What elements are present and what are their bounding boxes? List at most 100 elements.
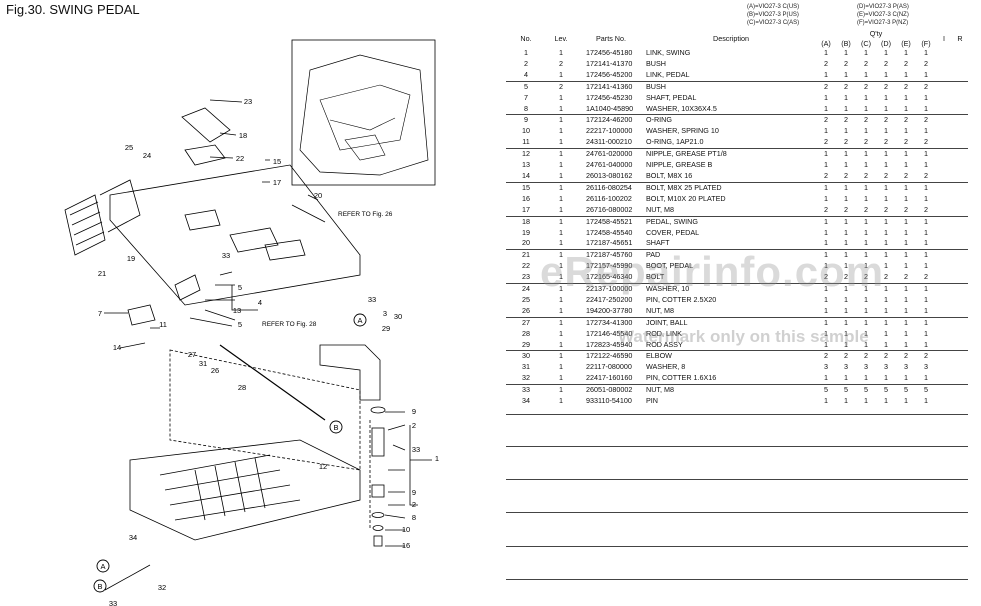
cell-parts-no: 24761-040000	[586, 160, 633, 170]
watermark-note: Watermark only on this sample	[618, 327, 869, 346]
cell-qty: 2	[824, 204, 828, 214]
cell-i-flag	[936, 261, 952, 272]
cell-no: 1	[524, 48, 528, 57]
cell-qty: 2	[884, 272, 888, 282]
cell-description: SHAFT, PEDAL	[646, 92, 697, 102]
cell-no: 4	[524, 69, 528, 79]
cell-qty: 1	[844, 92, 848, 102]
callout: 25	[125, 143, 133, 152]
cell-qty: 1	[924, 261, 928, 271]
cell-qty: 1	[844, 160, 848, 170]
cell-description: WASHER, 10	[646, 283, 816, 295]
cell-parts-no: 172456-45230	[586, 92, 633, 102]
cell-lev: 1	[546, 114, 576, 127]
machine-inset-frame	[291, 39, 436, 186]
cell-qty: 1	[844, 103, 848, 113]
cell-qty: 3	[864, 362, 868, 372]
cell-parts-no: 172187-45651	[586, 238, 633, 248]
cell-no: 27	[506, 316, 546, 329]
cell-description: COVER, PEDAL	[646, 227, 700, 237]
cell-qty: 1	[856, 249, 876, 262]
cell-qty: 1	[876, 148, 896, 161]
cell-qty: 1	[856, 148, 876, 161]
cell-qty: 1	[916, 316, 936, 329]
cell-qty: 2	[864, 58, 868, 68]
cell-no: 32	[522, 373, 530, 383]
cell-lev: 1	[546, 215, 576, 228]
cell-description: WASHER, SPRING 10	[646, 126, 719, 136]
cell-description: BUSH	[646, 58, 666, 68]
cell-qty: 1	[884, 339, 888, 349]
cell-qty: 1	[864, 339, 868, 349]
cell-qty: 1	[924, 103, 928, 113]
callout: 3	[383, 309, 387, 318]
cell-qty: 2	[816, 114, 836, 127]
cell-qty: 2	[924, 58, 928, 68]
cell-r-flag	[952, 329, 968, 340]
cell-qty: 1	[904, 69, 908, 79]
cell-description: PAD	[646, 249, 816, 262]
callout: 24	[143, 151, 151, 160]
cell-qty: 2	[896, 80, 916, 93]
cell-parts-no: 172141-41360	[576, 80, 646, 93]
legend-line: (D)=VIO27-3 P(AS)	[857, 4, 909, 10]
cell-no: 33	[506, 384, 546, 397]
cell-qty: 1	[884, 373, 888, 383]
col-header-model: (C)	[861, 38, 871, 48]
cell-no: 20	[522, 238, 530, 248]
cell-lev: 1	[559, 373, 563, 383]
cell-lev: 1	[559, 204, 563, 214]
cell-i-flag	[936, 160, 952, 171]
cell-description: NUT, M8	[646, 204, 674, 214]
cell-description: NIPPLE, GREASE PT1/8	[646, 148, 816, 161]
callout: 33	[222, 251, 230, 260]
cell-qty: 1	[864, 373, 868, 383]
cell-qty: 2	[916, 114, 936, 127]
cell-qty: 2	[824, 170, 828, 180]
cell-parts-no: 172124-46200	[576, 114, 646, 127]
cell-qty: 1	[864, 238, 868, 248]
cell-qty: 1	[904, 193, 908, 203]
cell-r-flag	[952, 283, 968, 295]
cell-qty: 1	[904, 103, 908, 113]
cell-qty: 2	[836, 114, 856, 127]
cell-qty: 1	[876, 215, 896, 228]
cell-qty: 1	[896, 249, 916, 262]
cell-qty: 1	[876, 316, 896, 329]
cell-parts-no: 26716-080002	[586, 204, 633, 214]
col-header-parts-no: Parts No.	[596, 33, 626, 43]
cell-qty: 1	[876, 181, 896, 194]
col-header-model: (A)	[821, 38, 831, 48]
cell-qty: 3	[824, 362, 828, 372]
cell-r-flag	[952, 205, 968, 216]
callout: 26	[211, 366, 219, 375]
cell-qty: 1	[824, 160, 828, 170]
cell-qty: 1	[824, 227, 828, 237]
cell-i-flag	[936, 114, 952, 127]
cell-parts-no: 22117-080000	[586, 362, 632, 372]
parts-table: No. Lev. Parts No. Description Q'ty I R …	[506, 28, 968, 407]
cell-parts-no: 22217-100000	[586, 126, 633, 136]
cell-lev: 1	[559, 396, 563, 406]
cell-qty: 2	[884, 58, 888, 68]
cell-qty: 1	[844, 238, 848, 248]
cell-qty: 5	[896, 384, 916, 397]
cell-qty: 1	[864, 69, 868, 79]
callout: 16	[402, 541, 410, 550]
cell-description: BOLT, M8X 16	[646, 170, 693, 180]
cell-qty: 1	[836, 215, 856, 228]
cell-qty: 1	[884, 92, 888, 102]
cell-qty: 1	[884, 103, 888, 113]
cell-qty: 1	[924, 193, 928, 203]
cell-qty: 1	[884, 328, 888, 338]
cell-parts-no: 26116-080254	[576, 181, 646, 194]
cell-qty: 2	[896, 350, 916, 363]
cell-lev: 1	[559, 328, 563, 338]
